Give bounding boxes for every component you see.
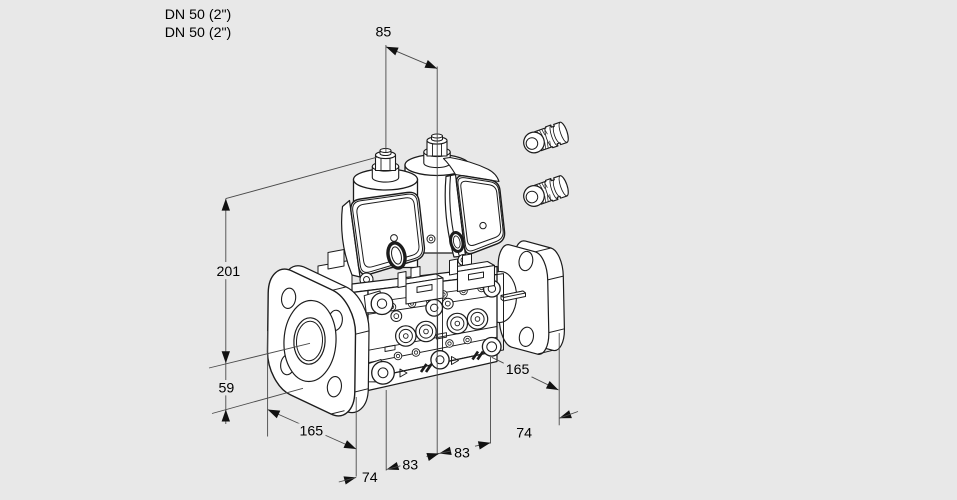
svg-text:165: 165 xyxy=(300,423,324,439)
svg-text:74: 74 xyxy=(516,426,532,442)
svg-text:83: 83 xyxy=(454,446,470,462)
svg-text:DN 50 (2"): DN 50 (2") xyxy=(165,7,232,23)
svg-text:DN 50 (2"): DN 50 (2") xyxy=(165,25,232,41)
svg-text:201: 201 xyxy=(217,264,241,280)
svg-text:74: 74 xyxy=(362,470,378,486)
svg-text:85: 85 xyxy=(376,24,392,40)
svg-text:83: 83 xyxy=(402,458,418,474)
svg-text:165: 165 xyxy=(506,362,530,378)
svg-text:59: 59 xyxy=(219,380,235,396)
